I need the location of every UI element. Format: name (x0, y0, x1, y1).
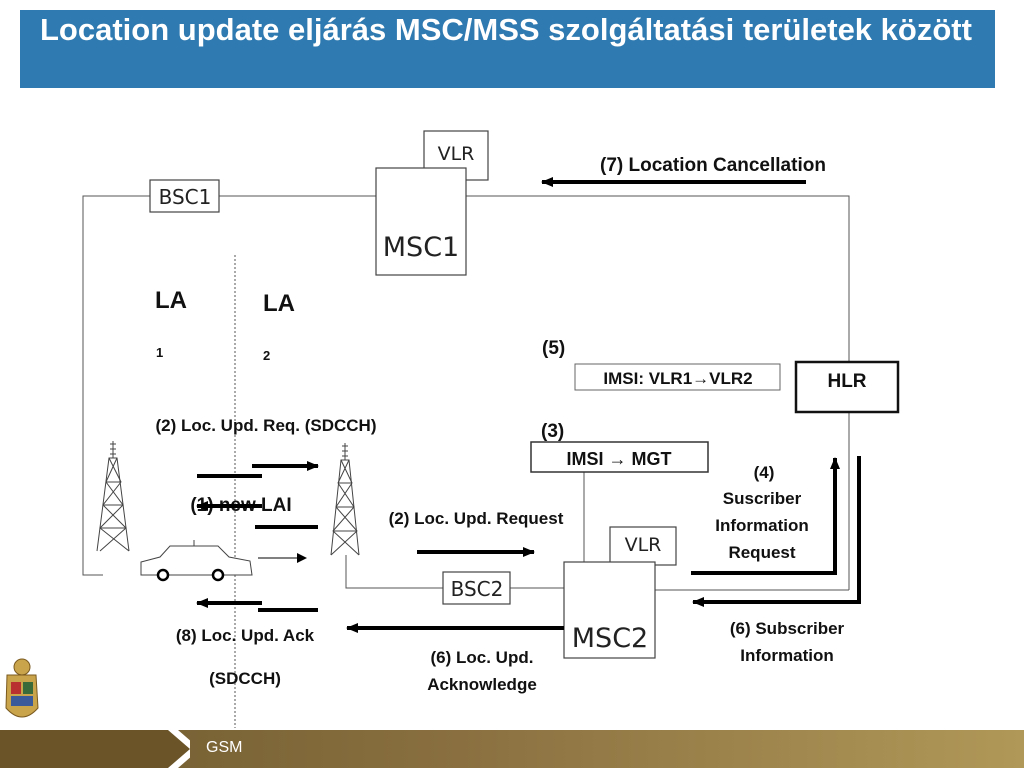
bsc2-box (442, 571, 511, 605)
bsc1-to-cell1-link (82, 195, 150, 576)
step4-line2: Suscriber (723, 489, 802, 508)
imsi-mgt-label: IMSI → MGT (567, 449, 672, 469)
step2-request-label: (2) Loc. Upd. Request (389, 509, 564, 528)
cell-tower-1-icon (96, 441, 130, 552)
vlr1-label: VLR (438, 143, 475, 165)
step6-ack-line1: (6) Loc. Upd. (431, 648, 534, 667)
bsc1-box (149, 179, 220, 213)
imsi-vlr-label: IMSI: VLR1→VLR2 (603, 369, 752, 388)
la1-sub: 1 (156, 345, 163, 360)
step6-info-line2: Information (740, 646, 834, 665)
step6-ack-line2: Acknowledge (427, 675, 537, 694)
bsc1-label: BSC1 (159, 185, 212, 209)
bsc2-label: BSC2 (451, 577, 504, 601)
vlr2-box (609, 526, 677, 566)
step4-line4: Request (728, 543, 795, 562)
la2-sub: 2 (263, 348, 270, 363)
university-crest-logo (5, 658, 39, 718)
step3-label: (3) (541, 421, 564, 442)
footer-bar: GSM (0, 730, 1024, 768)
msc1-label: MSC1 (383, 232, 459, 263)
footer-chevron (0, 730, 190, 768)
step4-arrow (691, 457, 840, 575)
msc2-label: MSC2 (572, 623, 648, 654)
step4-line3: Information (715, 516, 809, 535)
car-icon (140, 540, 253, 582)
msc2-box (563, 561, 656, 659)
step7-label: (7) Location Cancellation (600, 155, 826, 176)
step8-label: (8) Loc. Upd. Ack (176, 626, 315, 645)
msc1-to-hlr-link (466, 195, 850, 362)
la1-label: LA (155, 287, 187, 314)
location-update-diagram: VLR MSC1 BSC1 (7) Location Cancellation … (5, 130, 900, 728)
title-bar: Location update eljárás MSC/MSS szolgált… (20, 10, 995, 88)
msc1-box (375, 167, 467, 276)
step6-info-arrow (692, 456, 861, 607)
cell-tower-2-icon (330, 443, 360, 556)
hlr-box (794, 360, 900, 414)
imsi-vlr-box (574, 363, 781, 391)
page-title: Location update eljárás MSC/MSS szolgált… (40, 12, 972, 47)
step2-req-sdcch-label: (2) Loc. Upd. Req. (SDCCH) (156, 416, 377, 435)
hlr-label: HLR (827, 371, 866, 392)
step8-sdcch-label: (SDCCH) (209, 669, 281, 688)
step4-line1: (4) (754, 463, 775, 482)
step5-label: (5) (542, 338, 565, 359)
cell2-to-bsc2-link (345, 555, 443, 589)
la2-label: LA (263, 290, 295, 317)
connection-lines (82, 195, 850, 728)
step6-info-line1: (6) Subscriber (730, 619, 845, 638)
footer-label: GSM (206, 739, 243, 756)
imsi-mgt-box (530, 441, 709, 473)
vlr2-label: VLR (625, 534, 662, 556)
